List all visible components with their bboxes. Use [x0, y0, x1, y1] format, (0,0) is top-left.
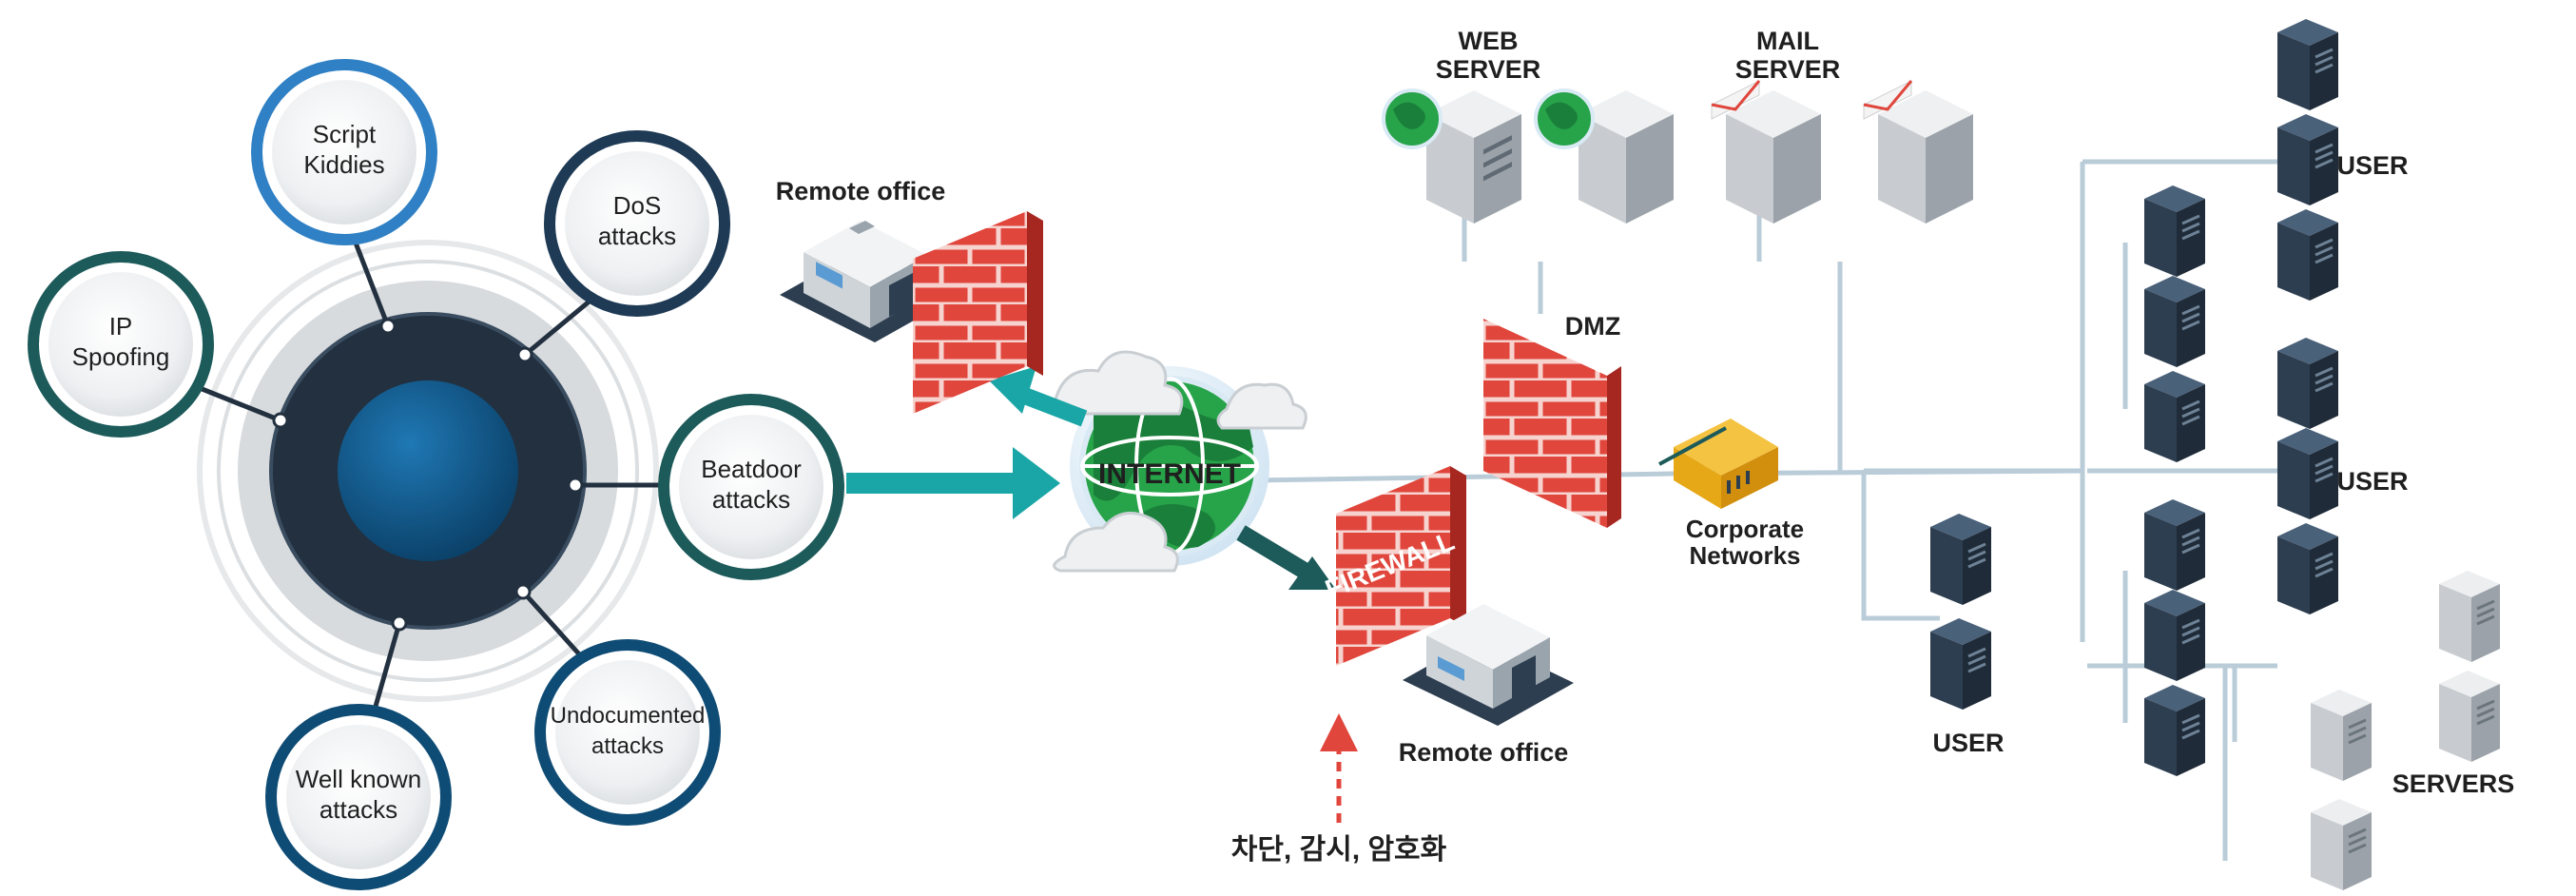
server-tower-icon [2277, 428, 2338, 519]
threat-label-line2: attacks [712, 485, 790, 514]
network-switch-icon [1658, 419, 1778, 509]
brick-wall-icon: FIREWALL [1321, 466, 1466, 666]
remote-office-top [780, 221, 951, 342]
server-tower-icon [2277, 523, 2338, 614]
server-tower-icon [2439, 571, 2500, 662]
mail-server-label-line2: SERVER [1735, 55, 1841, 84]
server-tower-icon [1382, 88, 1521, 224]
threat-label-line2: attacks [320, 795, 397, 824]
dmz-label: DMZ [1565, 312, 1620, 341]
user-label-top: USER [2336, 151, 2408, 180]
threat-node-beatdoor-attacks: Beatdoor attacks [658, 394, 844, 580]
threat-label-line1: Beatdoor [701, 455, 802, 483]
network-links [1254, 205, 2083, 483]
threat-label-line1: IP [109, 312, 133, 341]
web-server-label-line1: WEB [1459, 27, 1519, 55]
server-tower-icon [2144, 276, 2205, 367]
server-tower-icon [1711, 80, 1821, 224]
hub-blue-core [338, 380, 518, 561]
server-tower-icon [2277, 209, 2338, 301]
server-tower-icon [1930, 514, 1991, 605]
remote-office-label-top: Remote office [776, 177, 946, 205]
mail-server-label-line1: MAIL [1756, 27, 1819, 55]
server-tower-icon [2439, 671, 2500, 762]
threat-label-line1: DoS [613, 191, 662, 220]
threat-label-line1: Undocumented [551, 703, 706, 729]
mail-servers [1711, 80, 1973, 224]
threat-node-dos-attacks: DoS attacks [544, 130, 730, 317]
server-tower-icon [2144, 185, 2205, 277]
internet-label: INTERNET [1098, 458, 1241, 490]
arrow-icon [1320, 713, 1358, 823]
brick-wall-icon [913, 211, 1043, 414]
server-tower-icon [1863, 80, 1973, 224]
cloud-icon [1047, 350, 1307, 573]
threat-hub [180, 232, 670, 724]
threat-label-line2: attacks [598, 222, 676, 250]
server-tower-icon [2277, 114, 2338, 205]
threat-node-undocumented-attacks: Undocumented attacks [534, 639, 721, 826]
threat-node-ip-spoofing: IP Spoofing [28, 251, 214, 438]
arrow-icon [989, 366, 1088, 427]
arrow-icon [1236, 525, 1336, 590]
brick-wall-icon [1483, 319, 1621, 528]
web-server-label-line2: SERVER [1436, 55, 1541, 84]
server-tower-icon [2277, 338, 2338, 429]
corporate-networks-label-line1: Corporate [1686, 515, 1804, 543]
user-computers [1930, 19, 2338, 776]
server-tower-icon [2311, 799, 2372, 890]
web-servers [1382, 88, 1674, 224]
threat-label-line1: Well known [296, 765, 421, 793]
threat-label-line1: Script [313, 120, 377, 148]
server-tower-icon [2144, 590, 2205, 681]
server-tower-icon [1930, 618, 1991, 710]
server-tower-icon [1534, 88, 1674, 224]
lan-links [1861, 159, 2277, 861]
server-tower-icon [2144, 499, 2205, 591]
threat-label-line2: Spoofing [72, 342, 170, 371]
hub-outer-ring [197, 240, 659, 702]
threat-label-line2: attacks [591, 733, 664, 759]
user-label-mid: USER [2336, 467, 2408, 496]
corporate-networks-label-line2: Networks [1689, 541, 1800, 570]
threat-node-well-known-attacks: Well known attacks [265, 704, 452, 890]
server-tower-icon [2311, 690, 2372, 781]
remote-office-bottom [1403, 604, 1574, 726]
server-tower-icon [2277, 19, 2338, 110]
threat-label-line2: Kiddies [303, 150, 384, 179]
gray-servers [2311, 571, 2500, 890]
server-tower-icon [2144, 371, 2205, 462]
korean-caption: 차단, 감시, 암호화 [1231, 834, 1447, 866]
hub-outer-ring-2 [217, 260, 639, 682]
remote-office-label-bottom: Remote office [1399, 738, 1569, 767]
server-tower-icon [2144, 685, 2205, 776]
servers-label: SERVERS [2392, 769, 2515, 798]
user-label-bottom: USER [1932, 729, 2004, 757]
arrow-icon [846, 447, 1060, 519]
threat-node-script-kiddies: Script Kiddies [251, 59, 437, 245]
